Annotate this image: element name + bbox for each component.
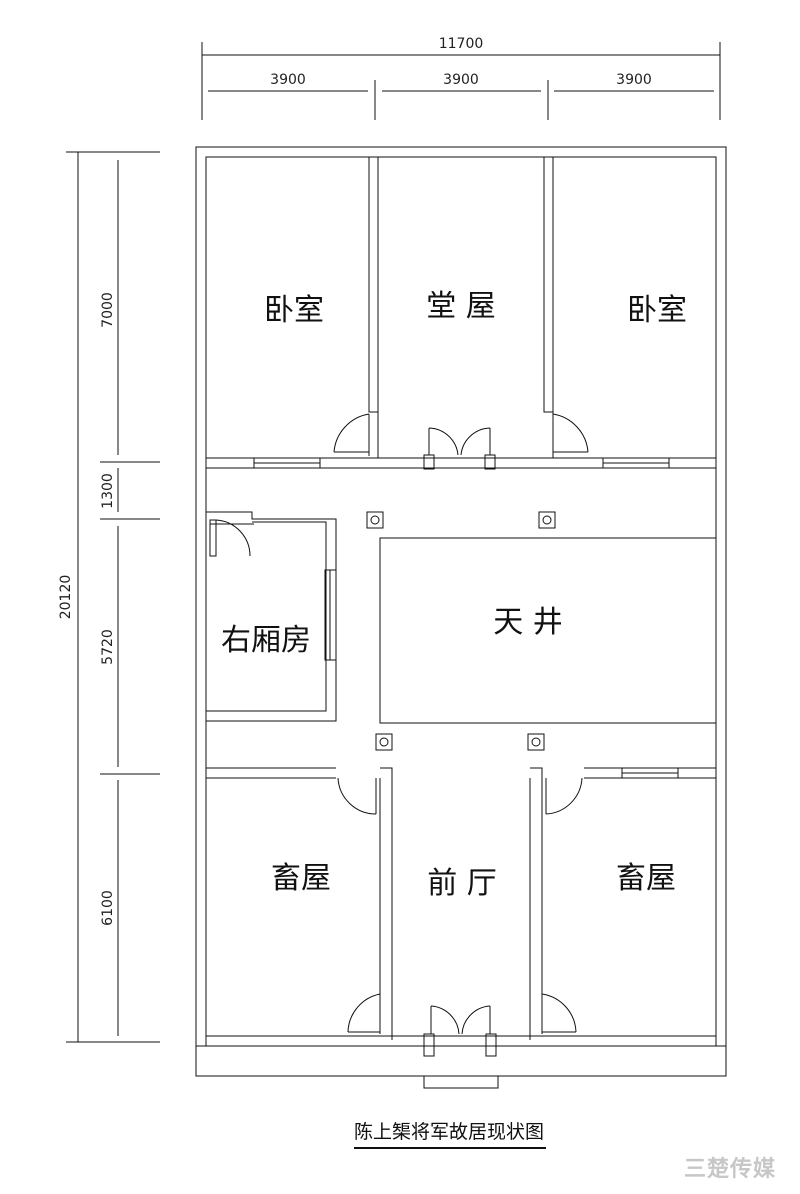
door-livestock-right-lower — [541, 993, 577, 1034]
plan-caption: 陈上榘将军故居现状图 — [354, 1120, 547, 1149]
room-label-bedroom-right: 卧室 — [627, 293, 687, 328]
watermark-text: 三楚传媒 — [684, 1157, 777, 1182]
dim-row-3: 5720 — [100, 629, 116, 665]
room-labels: 卧室 堂 屋 卧室 右厢房 天 井 畜屋 前 厅 畜屋 — [221, 289, 687, 901]
room-label-livestock-right: 畜屋 — [616, 861, 676, 896]
dim-total-depth: 20120 — [58, 575, 74, 620]
window-top-right — [602, 457, 670, 469]
room-label-bedroom-left: 卧室 — [264, 293, 324, 328]
room-label-main-hall: 堂 屋 — [426, 289, 496, 324]
columns — [366, 511, 556, 751]
outer-walls — [195, 146, 727, 1089]
window-top-left — [253, 457, 321, 469]
dim-bay-1: 3900 — [270, 72, 306, 88]
door-front-hall — [423, 1005, 497, 1057]
door-wing-room — [209, 519, 251, 557]
top-dimension-lines — [201, 42, 721, 120]
dimension-labels: 11700 3900 3900 3900 20120 7000 1300 572… — [58, 36, 652, 926]
room-label-right-wing-room: 右厢房 — [221, 623, 311, 658]
dim-bay-3: 3900 — [616, 72, 652, 88]
window-bottom-right — [621, 767, 679, 779]
dim-row-4: 6100 — [100, 890, 116, 926]
wing-room-walls — [206, 511, 337, 722]
bottom-row-walls — [206, 767, 716, 1040]
room-label-courtyard: 天 井 — [493, 605, 563, 640]
room-label-front-hall: 前 厅 — [427, 866, 497, 901]
door-bedroom-right — [552, 413, 589, 456]
door-bedroom-left — [333, 413, 370, 456]
left-dimension-lines — [66, 151, 160, 1043]
door-livestock-right-upper — [545, 777, 583, 815]
courtyard-outline — [379, 537, 717, 724]
dim-total-width: 11700 — [439, 36, 484, 52]
room-label-livestock-left: 畜屋 — [271, 861, 331, 896]
dim-bay-2: 3900 — [443, 72, 479, 88]
dim-row-2: 1300 — [100, 473, 116, 509]
dim-row-1: 7000 — [100, 292, 116, 328]
door-livestock-left-lower — [347, 993, 381, 1034]
door-livestock-left-upper — [337, 777, 377, 815]
door-main-hall — [423, 427, 496, 470]
